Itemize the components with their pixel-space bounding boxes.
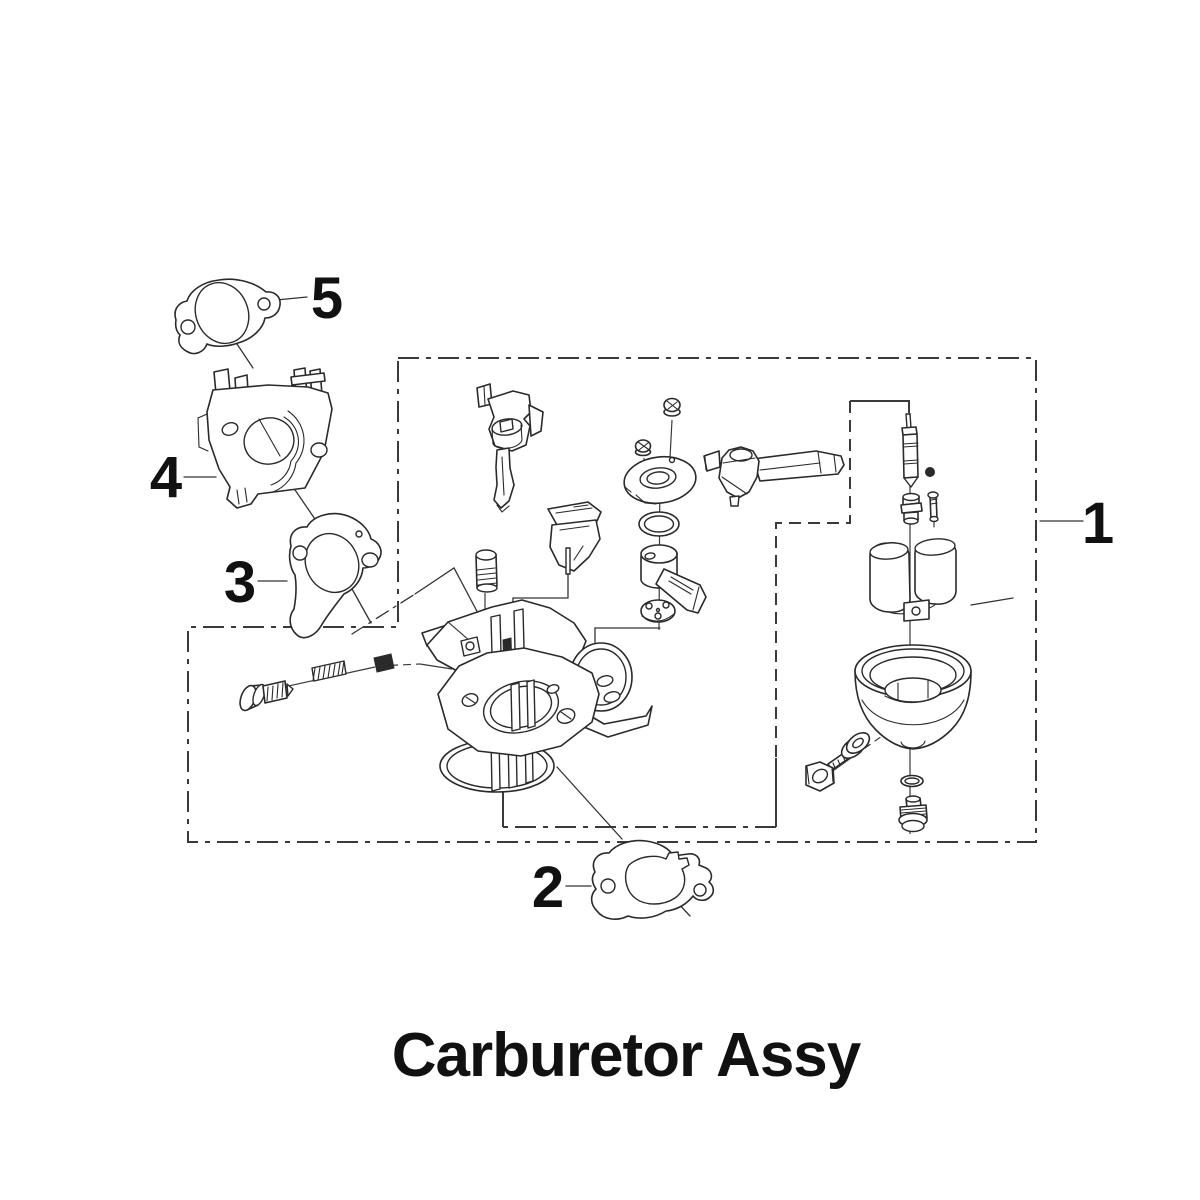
callout-1: 1 — [1082, 491, 1114, 556]
callout-4: 4 — [150, 445, 182, 510]
float-valve-jet — [900, 492, 923, 525]
bowl-bolt-washer — [840, 732, 871, 759]
main-nozzle-needle — [901, 413, 919, 488]
pilot-screw — [239, 680, 294, 712]
intake-gasket-part5 — [174, 278, 281, 355]
drain-plug — [898, 795, 928, 833]
plate-o-ring — [638, 511, 680, 537]
pilot-screw-spring — [311, 660, 347, 682]
pilot-screw-limiter — [373, 653, 395, 673]
float-subassembly-boundary — [502, 400, 910, 828]
idle-adjust-screw — [475, 549, 498, 593]
set-plate-screw-a — [663, 397, 681, 417]
choke-valve-plate — [547, 501, 602, 575]
choke-set-plate — [623, 455, 697, 505]
pump-plate-disc — [640, 599, 676, 623]
throttle-lever — [640, 544, 707, 614]
insulator-gasket-part3 — [288, 512, 382, 639]
carburetor-body — [421, 599, 653, 793]
carburetor-gasket-part2 — [590, 839, 715, 920]
diagram-title: Carburetor Assy — [392, 1021, 862, 1090]
float-pin — [927, 491, 939, 528]
float-bowl — [854, 644, 972, 750]
set-plate-screw-b — [634, 439, 652, 457]
float — [869, 538, 957, 622]
callout-2: 2 — [532, 855, 564, 920]
insulator-spacer-part4 — [197, 367, 333, 509]
assembly-boundary-box — [187, 357, 1037, 843]
drain-o-ring — [900, 774, 924, 788]
retainer-dot — [925, 467, 935, 477]
choke-shaft-assembly — [476, 383, 544, 513]
fuel-inlet-joint — [703, 446, 845, 507]
callout-5: 5 — [311, 266, 343, 331]
callout-3: 3 — [224, 550, 256, 615]
